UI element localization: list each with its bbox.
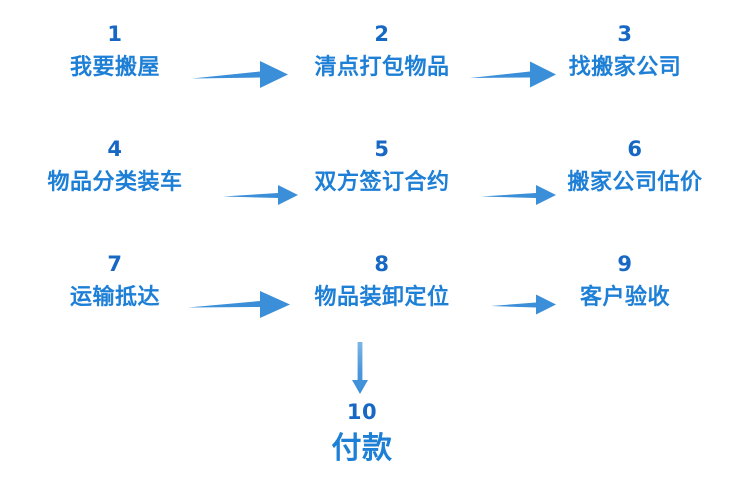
step-number: 7 bbox=[107, 252, 123, 276]
step-number: 3 bbox=[617, 22, 633, 46]
step-label: 付款 bbox=[331, 431, 393, 466]
arrow-right-icon bbox=[190, 58, 290, 90]
step-number: 9 bbox=[617, 252, 633, 276]
flow-step-6[interactable]: 6 搬家公司估价 bbox=[567, 139, 702, 194]
step-number: 5 bbox=[374, 137, 390, 161]
flow-step-8[interactable]: 8 物品装卸定位 bbox=[314, 254, 449, 309]
step-label: 运输抵达 bbox=[69, 285, 161, 310]
step-number: 1 bbox=[107, 22, 123, 46]
flow-step-5[interactable]: 5 双方签订合约 bbox=[314, 139, 449, 194]
flow-step-9[interactable]: 9 客户验收 bbox=[580, 254, 670, 309]
step-label: 搬家公司估价 bbox=[567, 170, 703, 195]
step-label: 客户验收 bbox=[579, 285, 671, 310]
arrow-down-icon bbox=[348, 342, 372, 396]
arrow-right-icon bbox=[490, 292, 558, 318]
step-number: 6 bbox=[627, 137, 643, 161]
step-label: 物品装卸定位 bbox=[314, 285, 450, 310]
arrow-right-icon bbox=[468, 58, 558, 90]
step-number: 4 bbox=[107, 137, 123, 161]
step-label: 我要搬屋 bbox=[69, 55, 161, 80]
flow-step-3[interactable]: 3 找搬家公司 bbox=[569, 24, 682, 79]
flow-step-4[interactable]: 4 物品分类装车 bbox=[47, 139, 182, 194]
step-number: 2 bbox=[374, 22, 390, 46]
flow-step-1[interactable]: 1 我要搬屋 bbox=[70, 24, 160, 79]
step-label: 物品分类装车 bbox=[47, 170, 183, 195]
step-label: 双方签订合约 bbox=[314, 170, 450, 195]
step-number: 8 bbox=[374, 252, 390, 276]
flow-step-7[interactable]: 7 运输抵达 bbox=[70, 254, 160, 309]
step-label: 清点打包物品 bbox=[314, 55, 450, 80]
step-label: 找搬家公司 bbox=[568, 55, 682, 80]
arrow-right-icon bbox=[222, 182, 300, 208]
step-number: 10 bbox=[346, 400, 378, 424]
flow-step-10[interactable]: 10 付款 bbox=[332, 402, 393, 464]
arrow-right-icon bbox=[480, 182, 558, 208]
arrow-right-icon bbox=[186, 288, 292, 320]
flow-step-2[interactable]: 2 清点打包物品 bbox=[314, 24, 449, 79]
